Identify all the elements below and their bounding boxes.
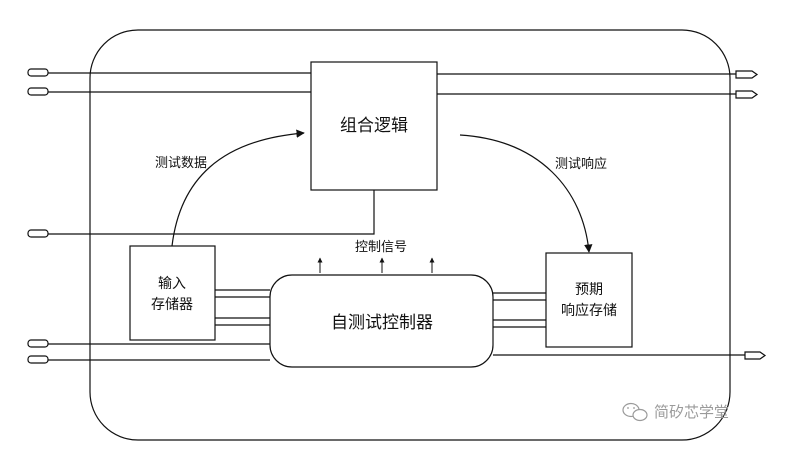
expected-response-label-line2: 响应存储	[561, 302, 617, 319]
primary-input-wires	[48, 72, 311, 93]
combinational-logic-block	[310, 61, 438, 191]
primary-input-pins	[27, 68, 49, 96]
controller-output-pin	[744, 351, 767, 360]
control-signal-arrows	[317, 257, 435, 273]
controller-input-pins	[27, 339, 49, 364]
watermark: 简矽芯学堂	[622, 402, 729, 422]
test-data-arrow	[171, 129, 305, 247]
test-data-label: 测试数据	[155, 156, 207, 171]
input-memory-label-line1: 输入	[158, 276, 186, 292]
control-signal-label: 控制信号	[355, 240, 407, 255]
primary-output-wires	[437, 73, 736, 95]
expected-response-label-line1: 预期	[575, 282, 603, 298]
test-response-arrow	[459, 134, 593, 253]
wechat-icon	[622, 402, 648, 422]
input-memory-block	[129, 245, 216, 341]
bist-controller-label: 自测试控制器	[331, 313, 433, 333]
combinational-logic-label: 组合逻辑	[340, 116, 408, 136]
controller-input-wires	[48, 343, 270, 361]
bist-controller-block	[269, 274, 494, 368]
test-mode-wire	[48, 190, 375, 235]
input-memory-label-line2: 存储器	[151, 297, 193, 313]
chip-boundary	[89, 29, 731, 441]
test-response-label: 测试响应	[555, 156, 607, 172]
expected-response-bus	[493, 292, 546, 328]
input-memory-bus	[215, 289, 270, 326]
expected-response-block	[545, 252, 633, 348]
primary-output-pins	[735, 70, 759, 99]
test-mode-pin	[27, 229, 49, 238]
watermark-text: 简矽芯学堂	[654, 403, 729, 421]
